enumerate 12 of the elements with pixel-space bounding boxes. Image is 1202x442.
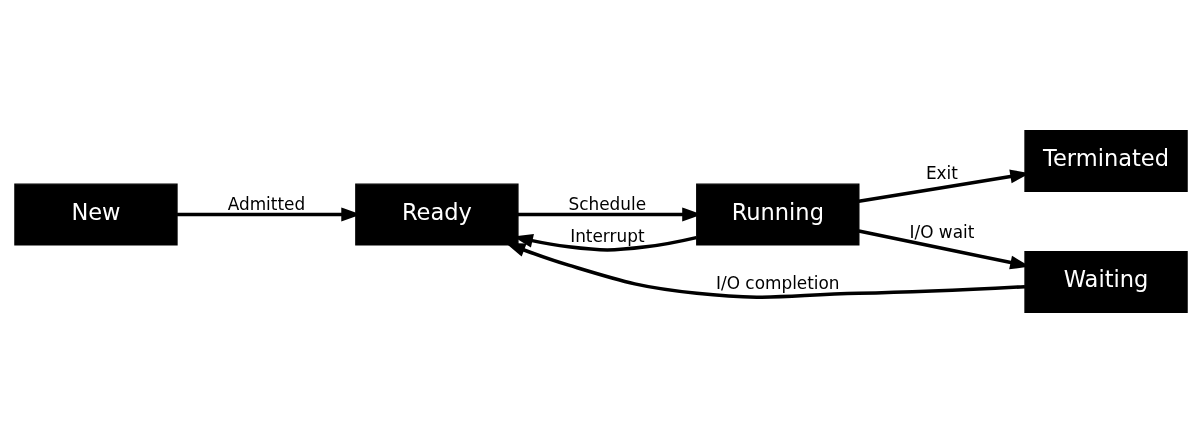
edge-label: I/O completion: [716, 272, 840, 293]
arrow: [505, 242, 1026, 299]
node-box: Ready: [355, 182, 519, 245]
node-box: Waiting: [1024, 250, 1188, 313]
node-box: New: [14, 182, 178, 245]
edge-label: I/O wait: [909, 221, 975, 242]
node-box: Terminated: [1024, 129, 1188, 192]
edge-label: Interrupt: [570, 225, 645, 246]
edge-label: Exit: [925, 162, 958, 183]
edge-label: Schedule: [568, 193, 647, 214]
edge-label: Admitted: [227, 193, 306, 214]
node-box: Running: [696, 182, 860, 245]
